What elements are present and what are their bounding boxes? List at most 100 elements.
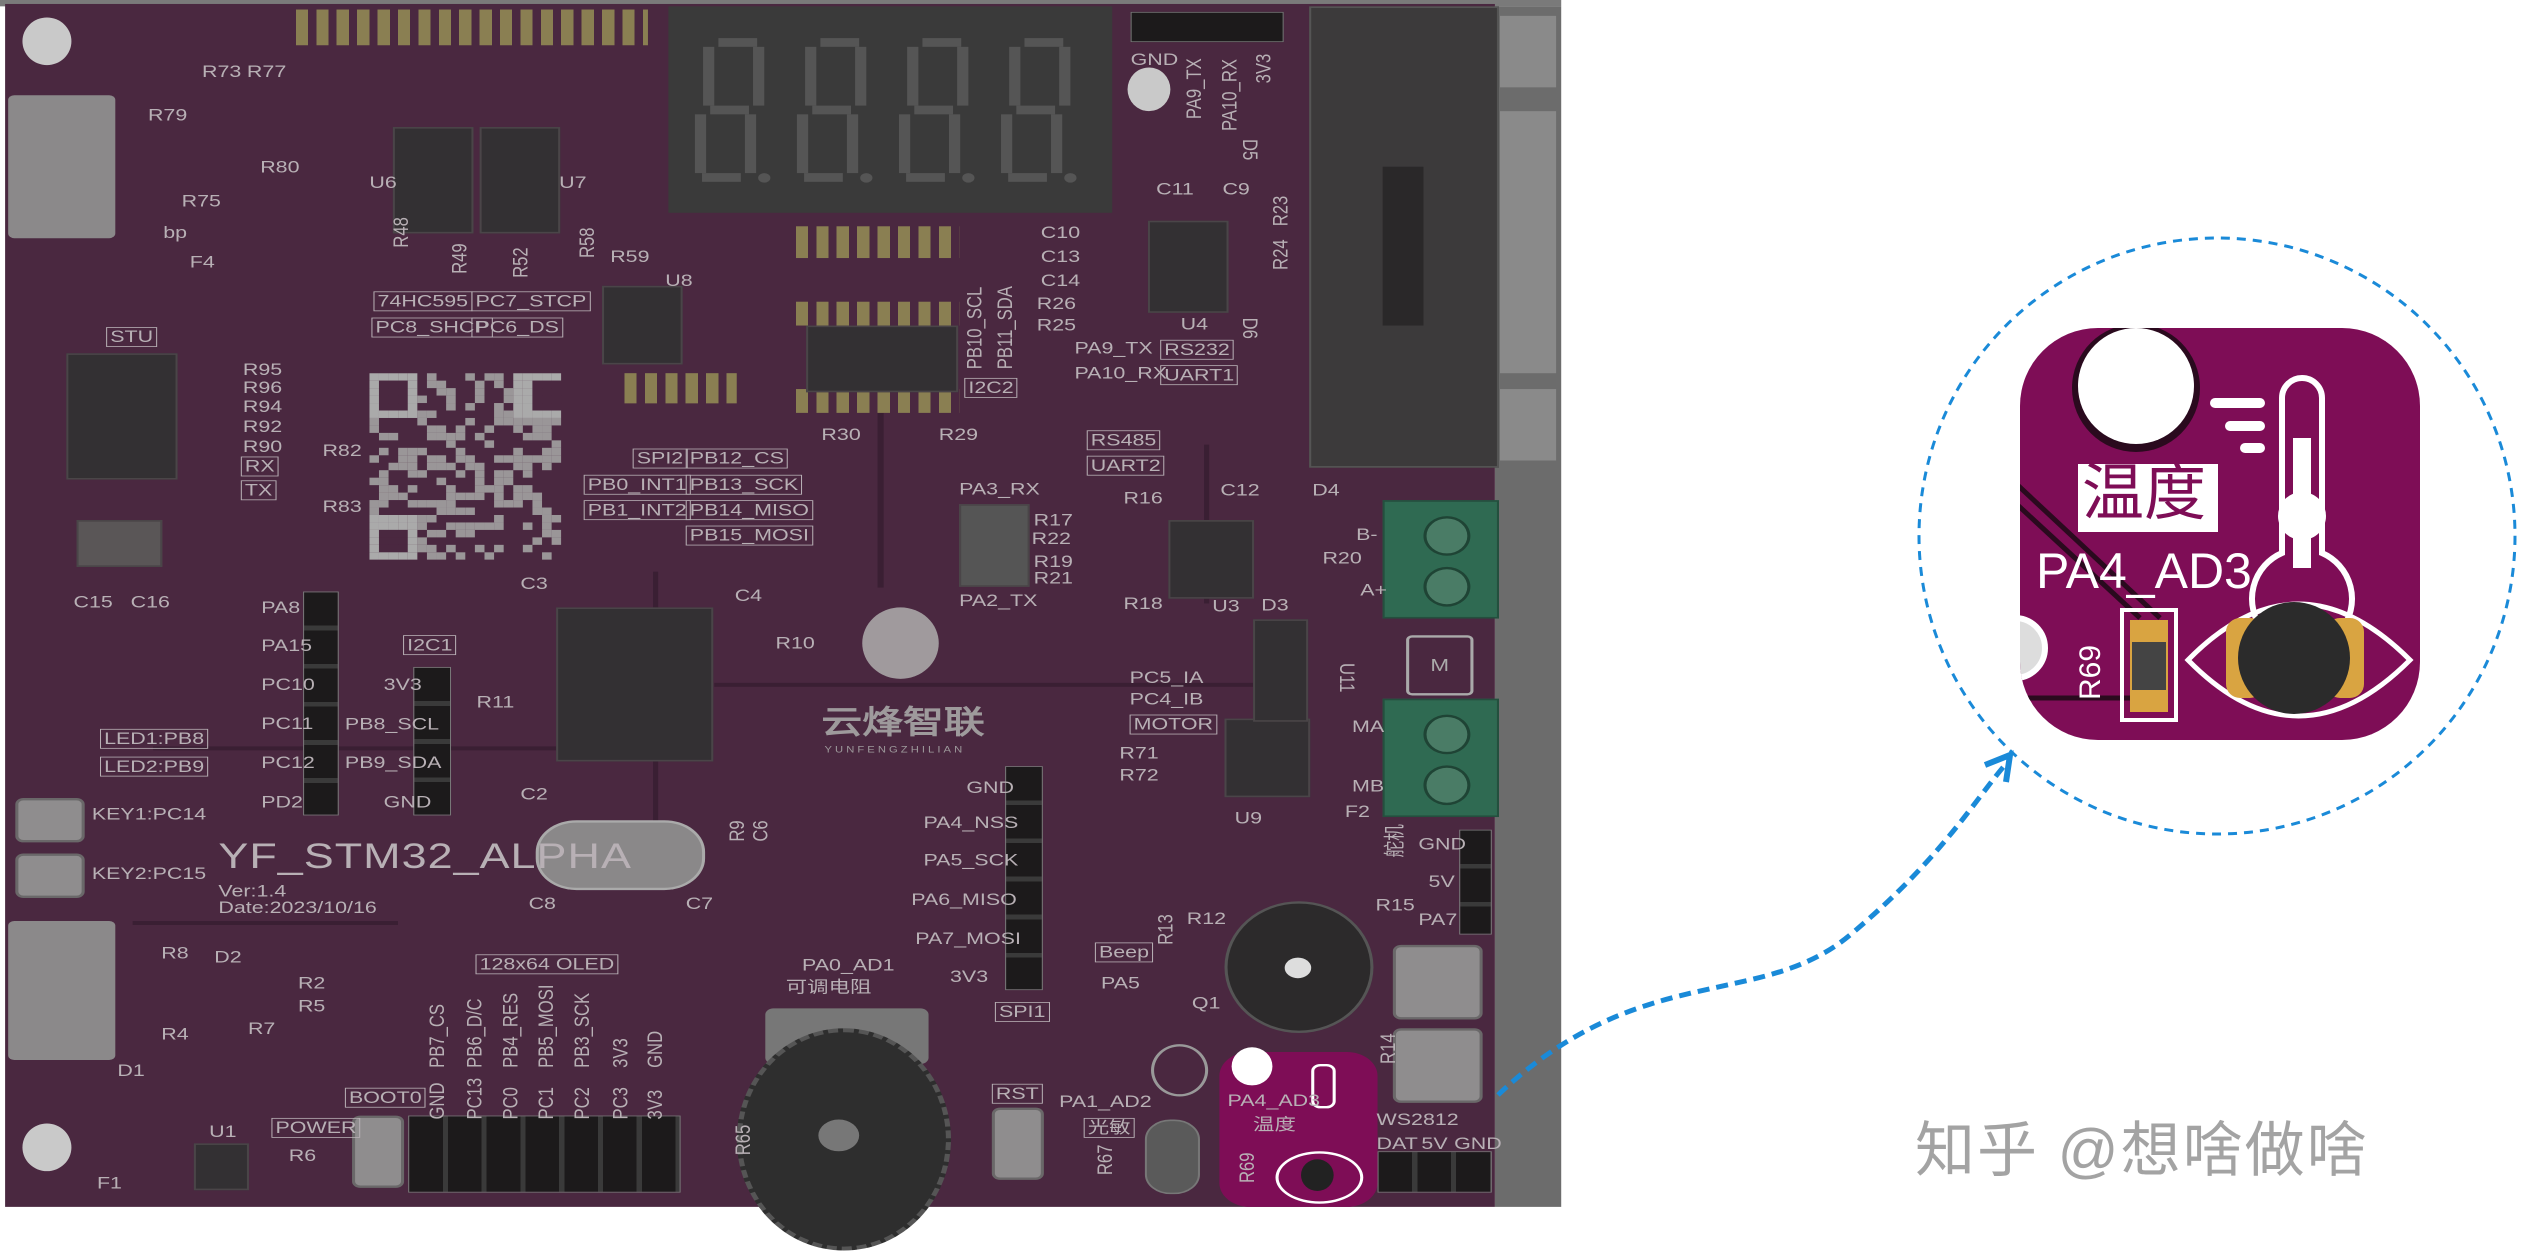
silkscreen-label: C4 [734,586,763,606]
qr-module [474,432,485,441]
qr-module [426,514,437,523]
segment [907,46,919,106]
boot0-switch[interactable] [352,1115,405,1188]
silkscreen-label: 5V [1428,872,1455,891]
silkscreen-label: I2C2 [964,377,1018,398]
segment [1024,38,1064,47]
segment [744,114,757,174]
qr-module [542,514,552,523]
arrowhead-icon [1983,750,2014,783]
silkscreen-label: R77 [246,62,287,81]
qr-module [436,552,447,560]
qr-module [426,544,437,553]
silkscreen-label: 可调电阻 [785,978,872,997]
silkscreen-label: 3V3 [949,967,989,987]
pin-header-servo[interactable] [1459,829,1492,935]
qr-module [503,500,514,508]
qr-module [522,462,533,471]
qr-module [532,455,543,463]
db9-connector[interactable] [1309,6,1499,468]
reset-button[interactable] [991,1107,1044,1180]
chip-regulator [76,520,163,567]
key2-button[interactable] [15,853,85,899]
qr-module [369,417,379,426]
qr-module [369,544,379,553]
qr-module [542,388,552,396]
qr-module [551,395,562,404]
silkscreen-label: R29 [938,425,979,444]
segment [718,38,758,47]
qr-module [542,373,552,381]
segment [710,105,749,115]
terminal-block-motor[interactable] [1382,698,1499,818]
resistor-r69 [2120,608,2178,722]
qr-module [398,447,408,456]
key1-button[interactable] [15,797,85,843]
qr-module [484,522,495,530]
user-button[interactable] [1392,944,1483,1020]
qr-module [436,455,447,463]
callout-arrow [1496,763,2007,1097]
silkscreen-label: C15 [73,593,113,612]
pin-header-spi1[interactable] [1005,766,1043,991]
segment [796,114,809,174]
silkscreen-label: Date:2023/10/16 [218,898,377,918]
qr-module [369,403,379,411]
silkscreen-label: PA9_TX [1074,339,1153,358]
qr-module [465,507,475,515]
qr-module [417,537,427,545]
silkscreen-label: STU [106,327,158,347]
silkscreen-label: PB14_MISO [685,500,813,521]
silkscreen-label: R94 [242,397,283,417]
qr-module [369,395,379,404]
silkscreen-label: YF_STM32_ALPHA [218,836,632,876]
qr-module [388,373,399,381]
mcu-chip [556,607,714,762]
qr-module [551,447,562,456]
silkscreen-label: MOTOR [1129,714,1218,735]
usb-c-connector[interactable] [8,921,116,1060]
qr-module [417,500,427,508]
pin-header-oled[interactable] [408,1115,681,1193]
silkscreen-label: U7 [559,173,587,193]
pin-header-uart[interactable] [1130,11,1284,43]
white-circle [1231,1047,1273,1086]
temperature-sensor-highlight[interactable] [1219,1047,1378,1207]
silkscreen-label: R26 [1036,294,1077,313]
pin-header[interactable] [303,591,339,816]
silkscreen-label: PC12 [261,753,315,772]
qr-module [542,432,552,441]
qr-module [436,425,447,433]
segment [1051,114,1063,174]
usb-c-connector[interactable] [8,95,116,239]
qr-module [426,462,437,471]
silkscreen-label: C11 [1156,180,1194,199]
qr-module [513,485,523,493]
silkscreen-label: PA3_RX [959,480,1040,499]
potentiometer-knob[interactable] [736,1028,952,1251]
qr-module [407,380,418,389]
qr-module [407,395,418,404]
qr-module [551,529,562,538]
pin-header-i2c1[interactable] [413,666,452,816]
qr-module [474,522,485,530]
qr-module [398,522,408,530]
light-icon [1151,1044,1209,1097]
pin-header-ws2812[interactable] [1377,1151,1492,1193]
silkscreen-label: PA7_MOSI [915,929,1021,949]
silkscreen-label: PA5 [1101,974,1140,993]
qr-module [522,432,533,441]
terminal-block-rs485[interactable] [1382,500,1499,619]
silkscreen-label: R75 [181,192,221,211]
qr-module [378,388,389,396]
silkscreen-label: R18 [1123,594,1163,613]
crystal-oscillator [535,820,706,891]
qr-module [378,522,389,530]
qr-module [446,462,456,471]
chip-u6 [392,127,474,234]
qr-module [532,410,543,418]
user-button[interactable] [1392,1028,1483,1103]
qr-module [465,403,475,411]
qr-module [407,373,418,381]
